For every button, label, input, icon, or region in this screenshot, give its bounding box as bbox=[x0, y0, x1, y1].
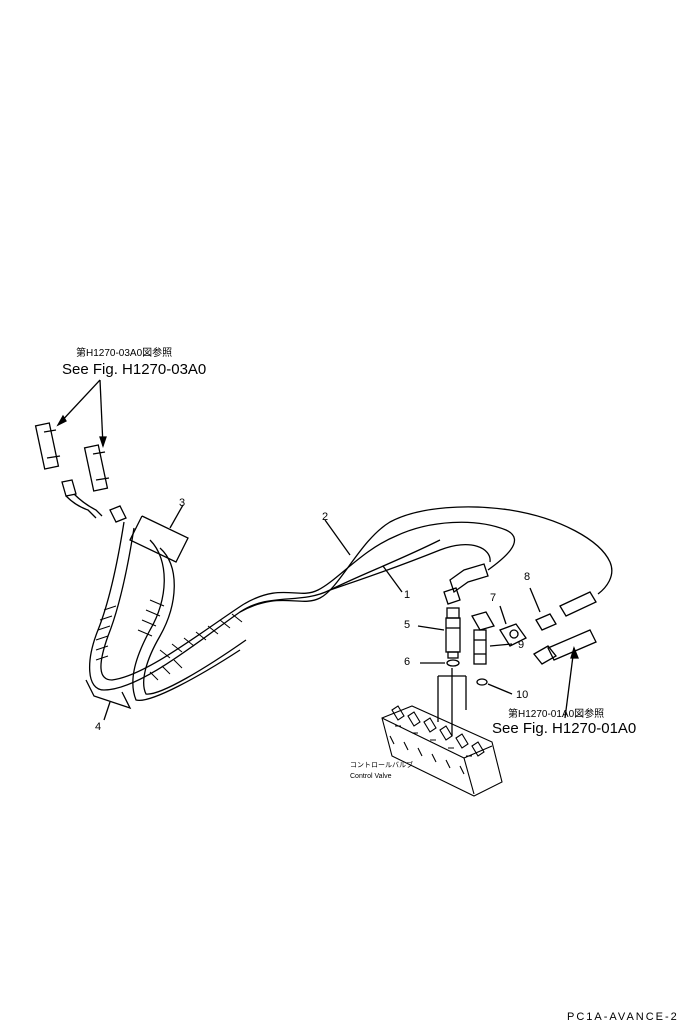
bottom-reference-en: See Fig. H1270-01A0 bbox=[492, 720, 637, 737]
callout-7: 7 bbox=[490, 592, 497, 604]
hose-loop-1-2 bbox=[239, 506, 613, 617]
top-reference-jp: 第H1270-03A0図参照 bbox=[76, 348, 173, 359]
callout-2: 2 bbox=[322, 511, 329, 523]
bottom-reference-jp: 第H1270-01A0図参照 bbox=[508, 709, 605, 720]
callout-4: 4 bbox=[95, 721, 102, 733]
callout-1: 1 bbox=[404, 589, 411, 601]
part-10-o-ring bbox=[476, 678, 488, 686]
page-code: PC1A-AVANCE-2 bbox=[567, 1011, 679, 1020]
control-valve-label-en: Control Valve bbox=[350, 773, 392, 780]
callout-3: 3 bbox=[179, 497, 186, 509]
upper-left-fittings bbox=[34, 422, 127, 523]
callout-9: 9 bbox=[518, 639, 525, 651]
control-valve-label-jp: コントロールバルブ bbox=[350, 762, 413, 769]
top-reference-leaders bbox=[56, 379, 107, 449]
part-7-elbow bbox=[471, 605, 513, 665]
tee-fitting bbox=[499, 623, 527, 647]
hose-bundle-3-4 bbox=[85, 504, 441, 721]
valve-leader-lines bbox=[437, 668, 467, 736]
part-6-o-ring bbox=[446, 659, 460, 667]
callout-8: 8 bbox=[524, 571, 531, 583]
right-hose-to-reference bbox=[533, 629, 597, 719]
callout-5: 5 bbox=[404, 619, 411, 631]
control-valve-block bbox=[381, 705, 503, 797]
callout-10: 10 bbox=[516, 689, 529, 701]
part-5-adapter bbox=[417, 607, 461, 659]
part-8-fitting bbox=[529, 587, 557, 631]
top-reference-en: See Fig. H1270-03A0 bbox=[62, 361, 207, 378]
callout-6: 6 bbox=[404, 656, 411, 668]
